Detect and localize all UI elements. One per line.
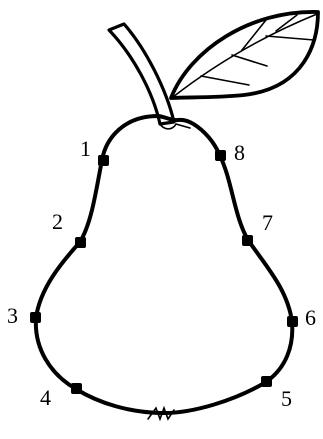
point-label-1: 1 bbox=[80, 136, 91, 161]
marked-points bbox=[30, 150, 298, 394]
point-label-5: 5 bbox=[281, 386, 292, 411]
point-marker-1 bbox=[98, 155, 109, 166]
leaf-outline bbox=[171, 12, 318, 98]
point-label-7: 7 bbox=[262, 210, 273, 235]
leaf bbox=[171, 12, 318, 98]
leaf-vein-5 bbox=[276, 15, 297, 31]
point-marker-3 bbox=[30, 312, 41, 323]
leaf-vein-1 bbox=[201, 76, 249, 85]
point-label-2: 2 bbox=[52, 209, 63, 234]
point-marker-5 bbox=[261, 376, 272, 387]
leaf-vein-2 bbox=[232, 55, 267, 66]
point-marker-6 bbox=[287, 316, 298, 327]
point-marker-8 bbox=[215, 150, 226, 161]
point-label-8: 8 bbox=[234, 140, 245, 165]
point-label-6: 6 bbox=[305, 305, 316, 330]
leaf-vein-4 bbox=[266, 36, 314, 40]
pear-body-outline bbox=[36, 116, 292, 413]
point-marker-7 bbox=[242, 235, 253, 246]
point-marker-4 bbox=[71, 383, 82, 394]
point-label-4: 4 bbox=[40, 385, 51, 410]
point-label-3: 3 bbox=[7, 303, 18, 328]
point-marker-2 bbox=[75, 237, 86, 248]
pear-stem bbox=[109, 24, 174, 124]
